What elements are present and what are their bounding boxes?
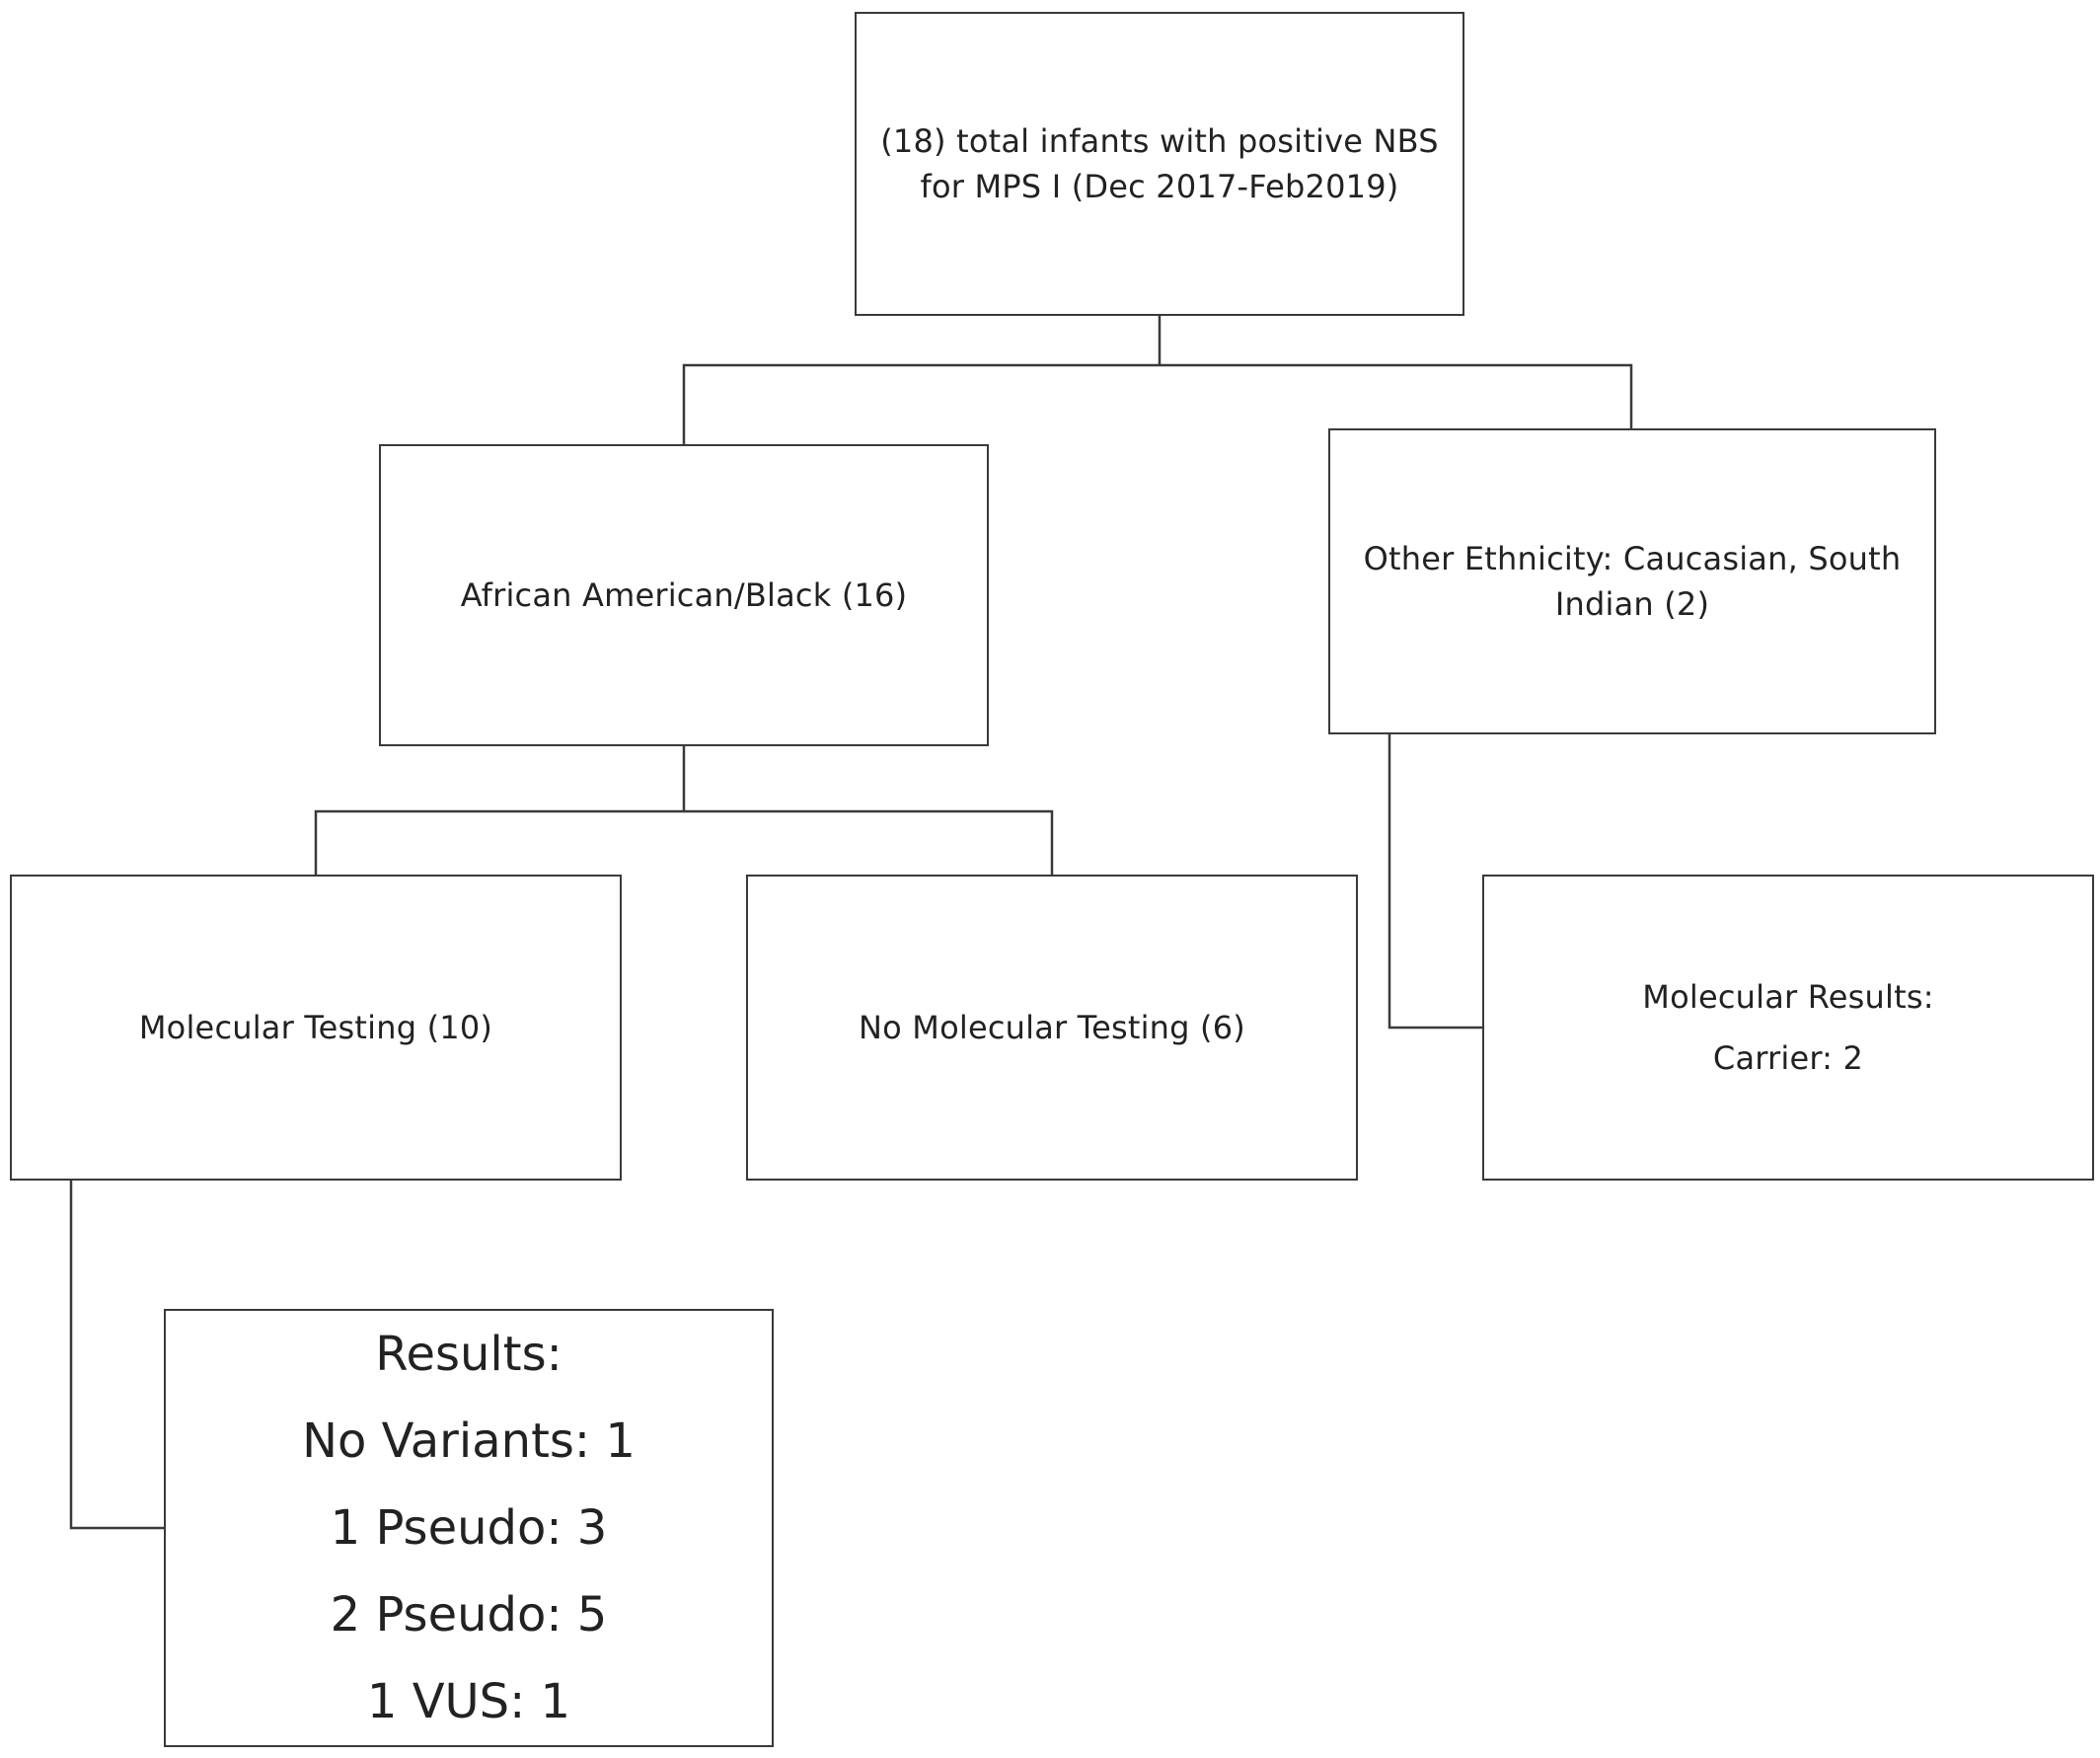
molecular-results-carrier: Carrier: 2 xyxy=(1712,1039,1864,1077)
molecular-results-title: Molecular Results: xyxy=(1642,978,1934,1016)
connector-aa-to-testing xyxy=(314,746,1054,875)
connector-other-to-molecular-results xyxy=(1388,734,1482,1030)
other-ethnicity-line-1: Other Ethnicity: Caucasian, South xyxy=(1363,540,1902,577)
molecular-testing-box: Molecular Testing (10) xyxy=(10,875,622,1181)
results-1-pseudo: 1 Pseudo: 3 xyxy=(330,1500,608,1556)
other-ethnicity-box: Other Ethnicity: Caucasian, South Indian… xyxy=(1328,428,1936,734)
molecular-results-box: Molecular Results: Carrier: 2 xyxy=(1482,875,2094,1181)
results-no-variants: No Variants: 1 xyxy=(302,1414,636,1469)
root-box: (18) total infants with positive NBS for… xyxy=(855,12,1464,316)
other-ethnicity-line-2: Indian (2) xyxy=(1554,585,1710,623)
results-1-vus: 1 VUS: 1 xyxy=(366,1674,571,1729)
no-molecular-testing-label: No Molecular Testing (6) xyxy=(859,1009,1245,1046)
root-line-1: (18) total infants with positive NBS xyxy=(880,122,1439,160)
connector-testing-to-results xyxy=(69,1181,164,1530)
root-line-2: for MPS I (Dec 2017-Feb2019) xyxy=(920,168,1399,205)
connector-root-to-ethnicity xyxy=(682,316,1633,444)
molecular-testing-label: Molecular Testing (10) xyxy=(138,1009,493,1046)
results-title: Results: xyxy=(375,1327,562,1382)
no-molecular-testing-box: No Molecular Testing (6) xyxy=(746,875,1358,1181)
results-2-pseudo: 2 Pseudo: 5 xyxy=(330,1587,608,1643)
african-american-label: African American/Black (16) xyxy=(460,576,908,614)
results-box: Results: No Variants: 1 1 Pseudo: 3 2 Ps… xyxy=(164,1309,774,1747)
african-american-box: African American/Black (16) xyxy=(379,444,989,746)
